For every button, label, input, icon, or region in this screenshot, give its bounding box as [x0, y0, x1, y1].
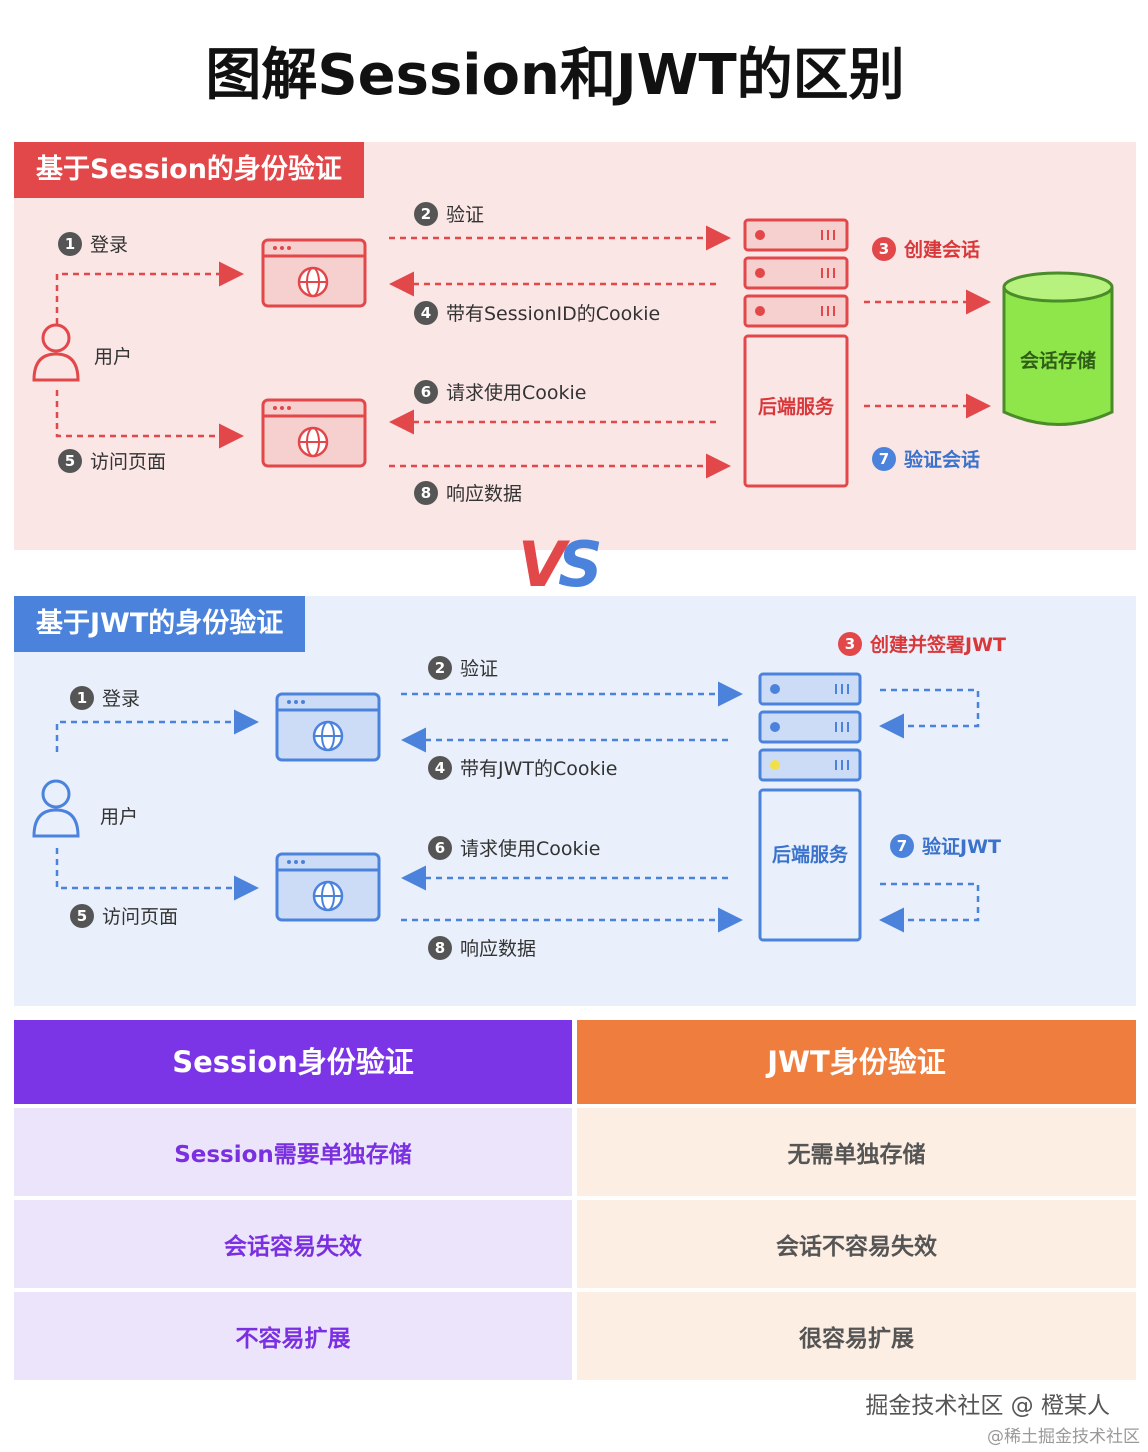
page-title: 图解Session和JWT的区别 [205, 43, 905, 108]
login-connector [55, 261, 244, 324]
session-server-label: 后端服务 [757, 396, 834, 418]
jwt-row-scaling: 很容易扩展 [577, 1292, 1136, 1380]
loop-verify-jwt [879, 882, 980, 933]
browser-window-visit-icon [261, 398, 367, 468]
session-row-expiry: 会话容易失效 [14, 1200, 572, 1288]
jwt-flow-diagram [32, 672, 980, 942]
jwt-server-label: 后端服务 [771, 844, 848, 866]
visit-connector [55, 848, 259, 901]
user-icon [32, 323, 80, 382]
jwt-panel-heading: 基于JWT的身份验证 [14, 596, 306, 652]
session-flow-diagram [32, 218, 1114, 488]
session-panel-heading: 基于Session的身份验证 [14, 142, 364, 198]
session-column: Session身份验证 Session需要单独存储 会话容易失效 不容易扩展 [14, 1020, 572, 1398]
session-row-scaling: 不容易扩展 [14, 1292, 572, 1380]
browser-window-login-icon [261, 238, 367, 308]
browser-window-login-icon [275, 692, 381, 762]
vs-logo: VS [518, 528, 603, 601]
session-storage-icon [1002, 271, 1114, 426]
session-panel: 基于Session的身份验证 [14, 142, 1136, 550]
watermark-source: @稀土掘金技术社区 [987, 1427, 1140, 1447]
watermark: 掘金技术社区 @ 橙某人 [865, 1393, 1110, 1419]
jwt-row-storage: 无需单独存储 [577, 1108, 1136, 1196]
user-icon [32, 779, 80, 838]
comparison-table: Session身份验证 Session需要单独存储 会话容易失效 不容易扩展 J… [14, 1020, 1136, 1398]
session-storage-label: 会话存储 [1019, 350, 1096, 372]
server-rack-icon [743, 218, 849, 488]
jwt-user-label: 用户 [100, 806, 139, 828]
session-column-header: Session身份验证 [14, 1020, 572, 1104]
server-rack-icon [758, 672, 862, 942]
session-row-storage: Session需要单独存储 [14, 1108, 572, 1196]
loop-create-jwt [879, 688, 980, 739]
jwt-column: JWT身份验证 无需单独存储 会话不容易失效 很容易扩展 [577, 1020, 1136, 1398]
browser-window-visit-icon [275, 852, 381, 922]
login-connector [55, 709, 259, 752]
session-user-label: 用户 [94, 346, 133, 368]
jwt-panel: 基于JWT的身份验证 [14, 596, 1136, 1006]
visit-connector [55, 390, 244, 449]
jwt-column-header: JWT身份验证 [577, 1020, 1136, 1104]
jwt-row-expiry: 会话不容易失效 [577, 1200, 1136, 1288]
